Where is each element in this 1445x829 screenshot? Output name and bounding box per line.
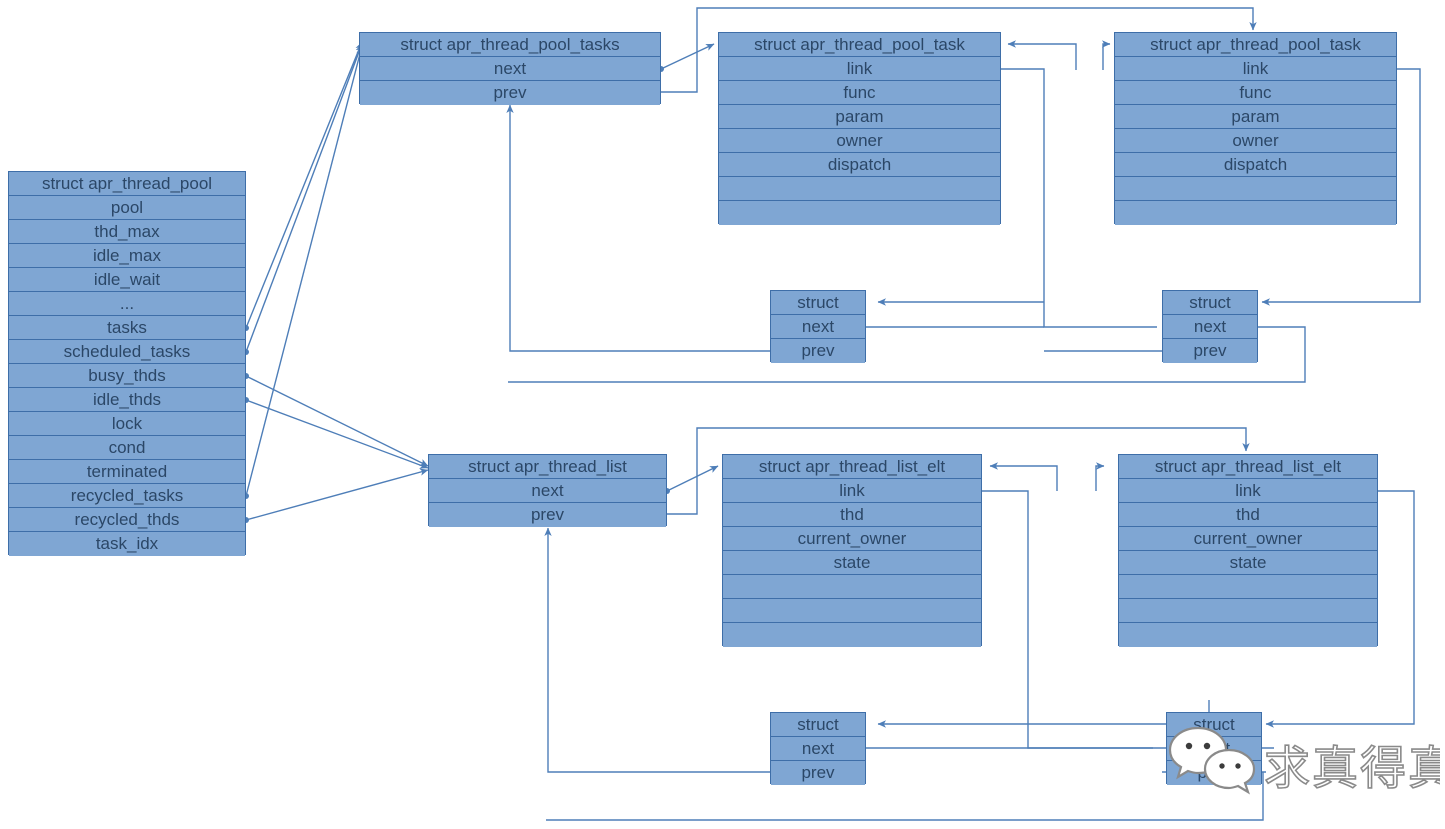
wire-recycled-thds-to-thread-list [243,468,429,523]
field-next: next [771,737,865,761]
field-prev: prev [429,503,666,527]
field-func: func [1115,81,1396,105]
field-blank-1 [1115,177,1396,201]
field-thd-max: thd_max [9,220,245,244]
box-apr-thread-pool-task-1[interactable]: struct apr_thread_pool_task link func pa… [718,32,1001,225]
field-blank-3 [1119,623,1377,647]
field-param: param [719,105,1000,129]
box-apr-thread-list-elt-1[interactable]: struct apr_thread_list_elt link thd curr… [722,454,982,647]
field-blank-2 [719,201,1000,225]
field-tasks: tasks [9,316,245,340]
field-next: next [360,57,660,81]
field-prev: prev [360,81,660,105]
wire-thd-ring2-prev-loop [546,772,1264,821]
box-header: struct apr_thread_pool_tasks [360,33,660,57]
box-task-ring-1[interactable]: struct next prev [770,290,866,363]
field-scheduled-tasks: scheduled_tasks [9,340,245,364]
box-apr-thread-pool[interactable]: struct apr_thread_pool pool thd_max idle… [8,171,246,556]
field-owner: owner [1115,129,1396,153]
field-pool: pool [9,196,245,220]
wire-task2-backlink [1102,40,1111,70]
box-header: struct [1163,291,1257,315]
field-cond: cond [9,436,245,460]
field-busy-thds: busy_thds [9,364,245,388]
field-prev: prev [771,761,865,785]
field-link: link [1119,479,1377,503]
field-thd: thd [1119,503,1377,527]
field-idle-max: idle_max [9,244,245,268]
box-apr-thread-list[interactable]: struct apr_thread_list next prev [428,454,667,527]
box-header: struct apr_thread_pool_task [719,33,1000,57]
wire-busy-thds-to-thread-list [243,373,429,467]
field-prev: prev [1167,761,1261,785]
field-blank-1 [723,575,981,599]
field-blank-2 [723,599,981,623]
field-dispatch: dispatch [719,153,1000,177]
field-blank-2 [1115,201,1396,225]
wire-idle-thds-to-thread-list [243,397,429,469]
box-thd-ring-2[interactable]: struct next prev [1166,712,1262,785]
box-thd-ring-1[interactable]: struct next prev [770,712,866,785]
field-prev: prev [1163,339,1257,363]
field-current-owner: current_owner [1119,527,1377,551]
box-apr-thread-list-elt-2[interactable]: struct apr_thread_list_elt link thd curr… [1118,454,1378,647]
field-recycled-thds: recycled_thds [9,508,245,532]
wire-recycled-tasks-to-pool-tasks [243,45,364,499]
field-recycled-tasks: recycled_tasks [9,484,245,508]
field-lock: lock [9,412,245,436]
field-ellipsis: ... [9,292,245,316]
field-dispatch: dispatch [1115,153,1396,177]
field-param: param [1115,105,1396,129]
box-apr-thread-pool-tasks[interactable]: struct apr_thread_pool_tasks next prev [359,32,661,105]
field-func: func [719,81,1000,105]
field-owner: owner [719,129,1000,153]
field-task-idx: task_idx [9,532,245,556]
field-next: next [771,315,865,339]
field-blank-2 [1119,599,1377,623]
box-header: struct apr_thread_list_elt [723,455,981,479]
box-apr-thread-pool-task-2[interactable]: struct apr_thread_pool_task link func pa… [1114,32,1397,225]
field-terminated: terminated [9,460,245,484]
box-task-ring-2[interactable]: struct next prev [1162,290,1258,363]
wire-task1-backlink [1007,40,1077,70]
wire-tasks-to-pool-tasks [243,41,363,331]
box-header: struct apr_thread_pool [9,172,245,196]
box-header: struct apr_thread_list [429,455,666,479]
field-next: next [1167,737,1261,761]
wire-elt2-backlink [1095,462,1105,491]
field-blank-1 [1119,575,1377,599]
field-idle-wait: idle_wait [9,268,245,292]
field-blank-1 [719,177,1000,201]
field-next: next [429,479,666,503]
box-header: struct [771,291,865,315]
field-blank-3 [723,623,981,647]
wire-scheduled-tasks-to-pool-tasks [243,43,363,355]
wire-thread-list-next-to-elt1 [664,465,719,494]
field-next: next [1163,315,1257,339]
field-thd: thd [723,503,981,527]
wire-elt1-backlink [989,462,1058,491]
field-link: link [1115,57,1396,81]
field-prev: prev [771,339,865,363]
box-header: struct apr_thread_pool_task [1115,33,1396,57]
field-state: state [1119,551,1377,575]
wire-pool-tasks-next-to-task1 [658,43,715,72]
watermark-text: 求真得真 [1264,741,1440,795]
field-link: link [723,479,981,503]
field-current-owner: current_owner [723,527,981,551]
field-link: link [719,57,1000,81]
box-header: struct apr_thread_list_elt [1119,455,1377,479]
box-header: struct [1167,713,1261,737]
field-idle-thds: idle_thds [9,388,245,412]
field-state: state [723,551,981,575]
box-header: struct [771,713,865,737]
